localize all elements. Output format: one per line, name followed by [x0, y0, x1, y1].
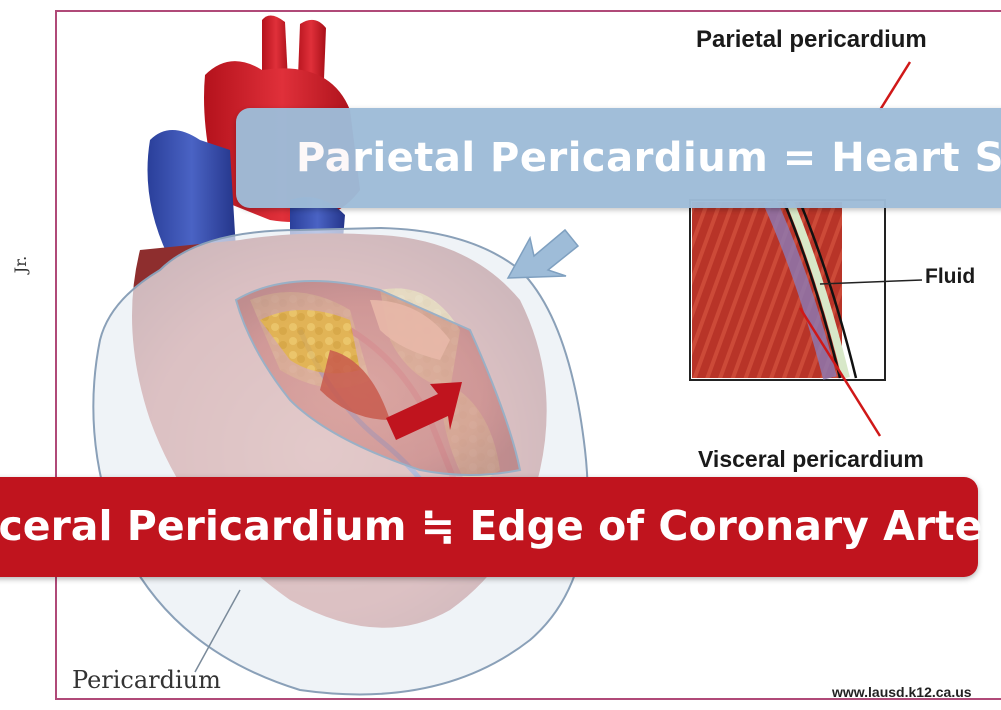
- fluid-label: Fluid: [925, 265, 975, 289]
- visceral-pericardium-label: Visceral pericardium: [698, 446, 924, 473]
- parietal-banner-text: Parietal Pericardium = Heart Shade: [296, 135, 1001, 181]
- pericardium-label: Pericardium: [72, 666, 221, 694]
- left-margin: [0, 0, 55, 710]
- parietal-banner: Parietal Pericardium = Heart Shade: [236, 108, 1001, 208]
- source-url: www.lausd.k12.ca.us: [832, 684, 972, 700]
- parietal-pericardium-label: Parietal pericardium: [696, 26, 927, 54]
- side-caption: Jr.: [11, 256, 30, 273]
- visceral-banner: isceral Pericardium ≒ Edge of Coronary A…: [0, 477, 978, 577]
- visceral-banner-text: isceral Pericardium ≒ Edge of Coronary A…: [0, 502, 1001, 550]
- blue-pointer-arrow: [508, 230, 578, 278]
- parietal-callout-line: [880, 62, 910, 110]
